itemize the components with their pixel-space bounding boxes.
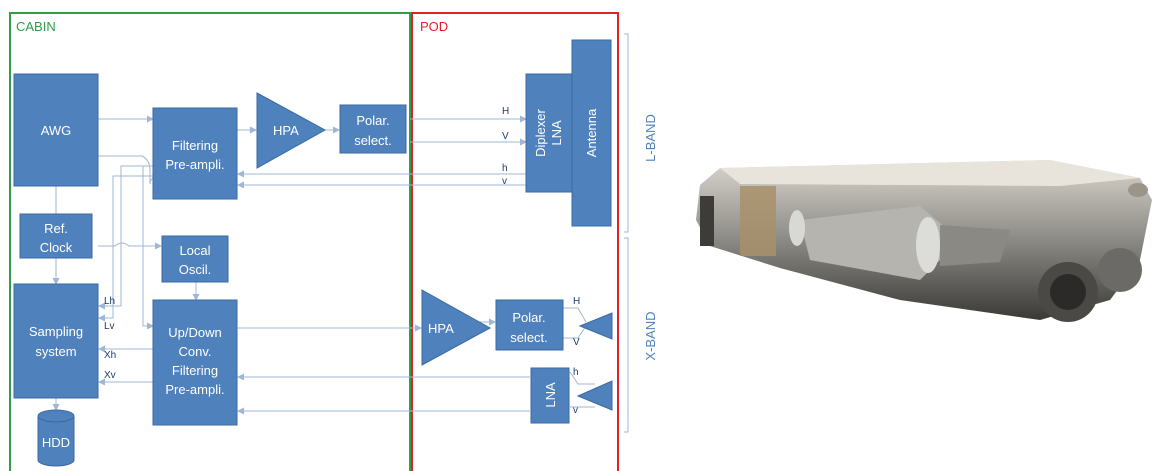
signal-V: V	[502, 131, 509, 142]
svg-text:LNA: LNA	[543, 382, 558, 408]
svg-text:Filtering: Filtering	[172, 138, 218, 153]
svg-text:Conv.: Conv.	[179, 344, 212, 359]
awg-block: AWG	[14, 74, 98, 186]
updown-converter-block: Up/Down Conv. Filtering Pre-ampli.	[153, 300, 237, 425]
svg-text:HDD: HDD	[42, 435, 70, 450]
svg-text:Antenna: Antenna	[584, 108, 599, 157]
signal-v: v	[502, 176, 507, 187]
svg-text:Ref.: Ref.	[44, 221, 68, 236]
svg-text:select.: select.	[510, 330, 548, 345]
signal-wires	[56, 119, 595, 411]
l-band-bracket	[624, 34, 628, 232]
signal-H: H	[502, 106, 509, 117]
hdd-storage: HDD	[38, 410, 74, 466]
x-band-bracket	[624, 238, 628, 432]
svg-text:Local: Local	[179, 243, 210, 258]
svg-text:Sampling: Sampling	[29, 324, 83, 339]
signal-Lh: Lh	[104, 296, 115, 307]
l-band-label: L-BAND	[643, 114, 658, 162]
svg-text:Polar.: Polar.	[356, 113, 389, 128]
svg-text:Pre-ampli.: Pre-ampli.	[165, 157, 224, 172]
signal-x-V: V	[573, 337, 580, 348]
polar-select-x-band: Polar. select.	[496, 300, 563, 350]
pod-label: POD	[420, 19, 448, 34]
signal-x-v: v	[573, 405, 578, 416]
polar-select-l-band: Polar. select.	[340, 105, 406, 153]
svg-text:Polar.: Polar.	[512, 310, 545, 325]
svg-text:system: system	[35, 344, 76, 359]
local-oscillator-block: Local Oscil.	[162, 236, 228, 282]
svg-text:HPA: HPA	[273, 123, 299, 138]
signal-h: h	[502, 163, 508, 174]
x-band-rx-horn	[578, 381, 612, 410]
diplexer-lna-block: Diplexer LNA	[526, 74, 572, 192]
lna-x-band: LNA	[531, 368, 569, 423]
filtering-preampli-block: Filtering Pre-ampli.	[153, 108, 237, 199]
svg-text:HPA: HPA	[428, 321, 454, 336]
sampling-system-block: Sampling system	[14, 284, 98, 398]
ref-clock-block: Ref. Clock	[20, 214, 92, 258]
svg-text:Pre-ampli.: Pre-ampli.	[165, 382, 224, 397]
signal-Xh: Xh	[104, 350, 116, 361]
svg-text:LNA: LNA	[549, 120, 564, 146]
signal-Xv: Xv	[104, 370, 116, 381]
signal-x-h: h	[573, 367, 579, 378]
x-band-label: X-BAND	[643, 311, 658, 360]
hpa-l-band: HPA	[257, 93, 325, 168]
pod-photo	[696, 160, 1152, 322]
svg-text:Up/Down: Up/Down	[168, 325, 221, 340]
x-band-tx-horn	[580, 313, 612, 339]
cabin-label: CABIN	[16, 19, 56, 34]
svg-text:Clock: Clock	[40, 240, 73, 255]
svg-text:AWG: AWG	[41, 123, 72, 138]
antenna-block: Antenna	[572, 40, 611, 226]
svg-text:Filtering: Filtering	[172, 363, 218, 378]
signal-x-H: H	[573, 296, 580, 307]
svg-text:select.: select.	[354, 133, 392, 148]
svg-text:Oscil.: Oscil.	[179, 262, 212, 277]
svg-text:Diplexer: Diplexer	[533, 108, 548, 156]
signal-Lv: Lv	[104, 321, 115, 332]
hpa-x-band: HPA	[422, 290, 490, 365]
